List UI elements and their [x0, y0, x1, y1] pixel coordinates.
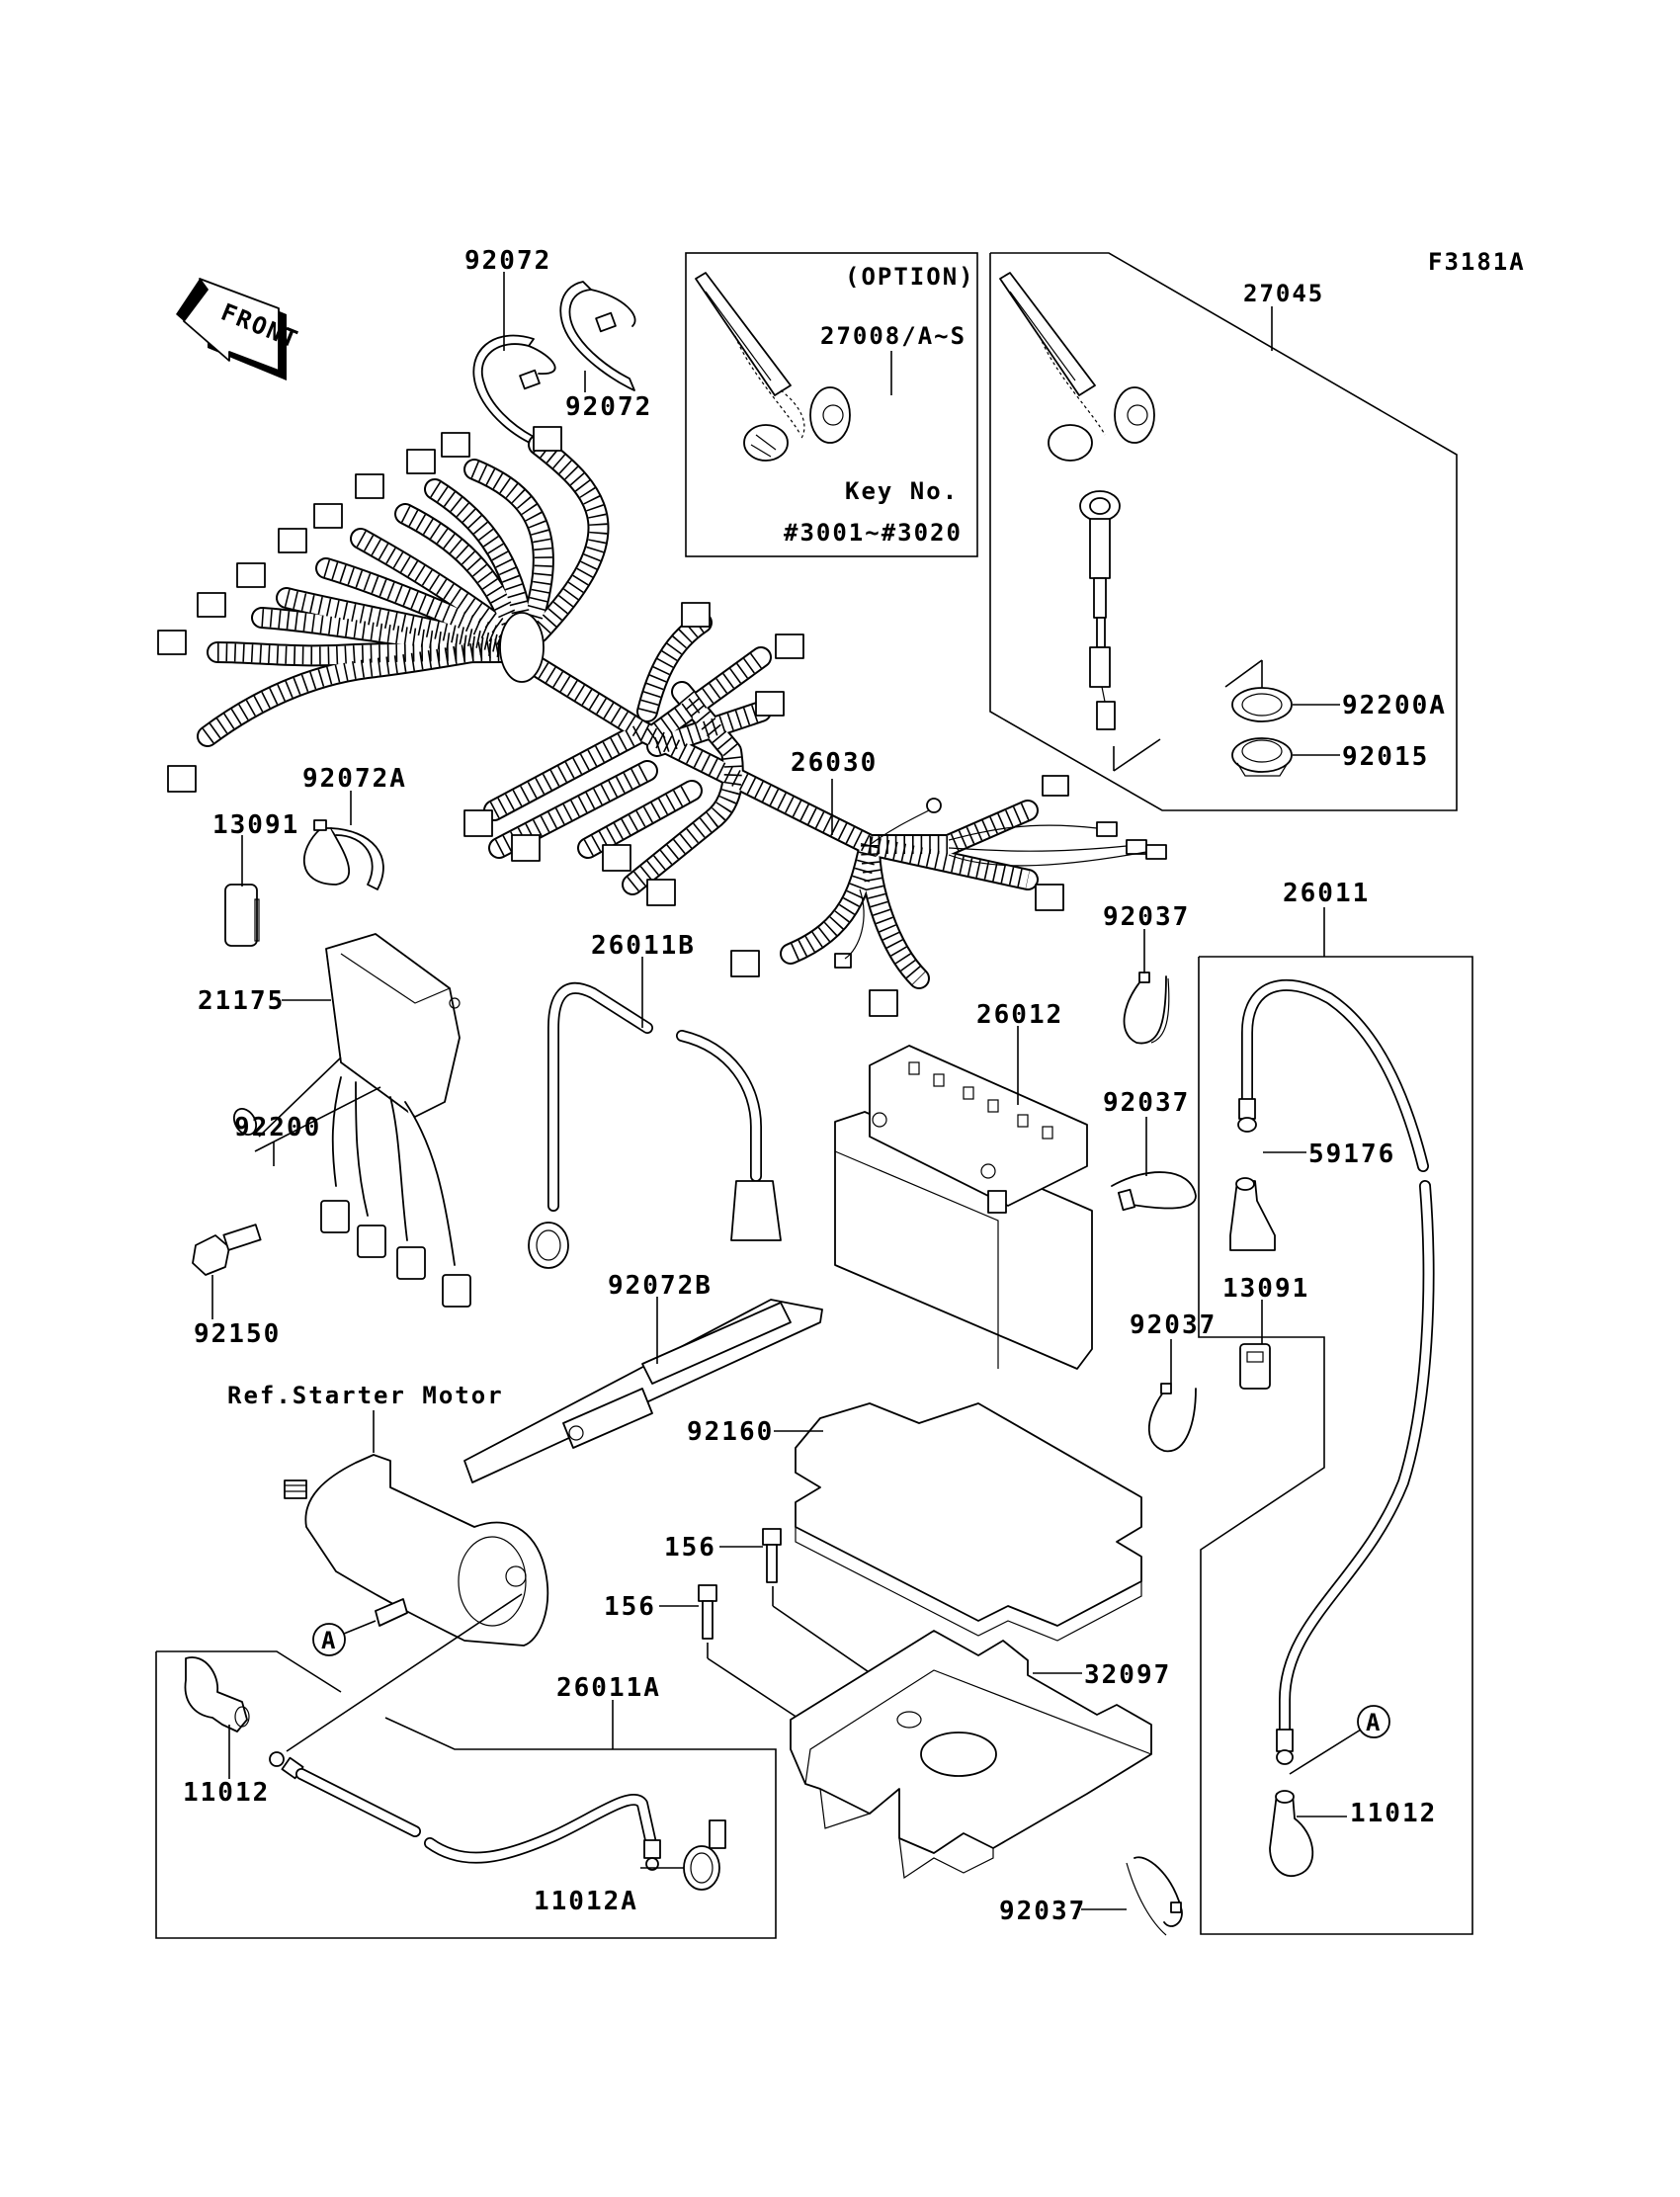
- part-number-92015: 92015: [1342, 742, 1429, 772]
- part-number-32097: 32097: [1084, 1660, 1171, 1690]
- part-number-11012-b: 11012: [1350, 1799, 1437, 1828]
- part-number-13091-b: 13091: [1222, 1274, 1309, 1304]
- cover-icon: [224, 884, 260, 947]
- part-number-92072-a: 92072: [464, 246, 551, 276]
- part-number-21175: 21175: [198, 986, 285, 1016]
- nut-icon: [1231, 737, 1293, 777]
- part-number-92072a: 92072A: [302, 764, 407, 794]
- bolt-icon: [698, 1584, 717, 1640]
- clamp-icon: [1147, 1383, 1197, 1453]
- washer-icon: [232, 1107, 258, 1137]
- option-title: (OPTION): [845, 263, 975, 291]
- reference-note: Ref.Starter Motor: [227, 1382, 504, 1409]
- starter-lead-icon: [269, 1751, 661, 1871]
- part-number-92037-b: 92037: [1103, 1088, 1190, 1118]
- figure-code: F3181A: [1428, 248, 1526, 276]
- part-number-13091-a: 13091: [212, 810, 299, 840]
- clamp-band-icon: [472, 334, 556, 448]
- bolt-icon: [762, 1528, 782, 1583]
- terminal-cap-icon: [683, 1819, 726, 1891]
- part-number-92072b: 92072B: [608, 1271, 713, 1301]
- clamp-icon: [1126, 1856, 1183, 1936]
- part-number-26011: 26011: [1283, 879, 1370, 908]
- part-number-26011b: 26011B: [591, 931, 696, 961]
- key-number-heading: Key No.: [845, 477, 959, 505]
- reference-marker-a-icon: A: [312, 1623, 346, 1656]
- part-number-59176: 59176: [1308, 1140, 1395, 1169]
- part-number-92200a: 92200A: [1342, 691, 1447, 720]
- ignition-switch-group-outline: [989, 252, 1458, 811]
- key-number-range: #3001~#3020: [784, 519, 963, 547]
- ignition-switch-icon: [1079, 490, 1121, 730]
- battery-strap-icon: [463, 1299, 823, 1483]
- part-number-26030: 26030: [791, 748, 878, 778]
- part-number-27045: 27045: [1243, 280, 1324, 307]
- starter-motor-icon: [284, 1454, 549, 1647]
- battery-case-icon: [790, 1630, 1152, 1880]
- part-number-156-b: 156: [604, 1592, 656, 1622]
- cdi-unit-icon: [320, 933, 471, 1308]
- part-number-92037-c: 92037: [1130, 1310, 1217, 1340]
- svg-text:A: A: [1366, 1709, 1382, 1736]
- part-number-92037-d: 92037: [999, 1897, 1086, 1926]
- battery-icon: [834, 1045, 1093, 1370]
- option-part-label: 27008/A~S: [820, 322, 966, 350]
- starter-lead-group-outline: [156, 1650, 342, 1693]
- terminal-cap-icon: [184, 1656, 250, 1732]
- clamp-band-icon: [559, 281, 636, 391]
- ignition-key-icon: [999, 272, 1155, 462]
- battery-lead-icon: [1229, 978, 1435, 1878]
- damper-pad-icon: [795, 1402, 1142, 1642]
- part-number-26012: 26012: [976, 1000, 1063, 1030]
- part-number-92072-b: 92072: [565, 392, 652, 422]
- part-number-11012-a: 11012: [183, 1778, 270, 1808]
- clamp-band-icon: [302, 819, 384, 890]
- wiring-harness-icon: [157, 426, 1167, 1017]
- washer-icon: [1231, 687, 1293, 722]
- key-fob-icon: [695, 272, 851, 462]
- battery-lead-icon: [528, 982, 782, 1269]
- option-box: [685, 252, 978, 557]
- part-number-92037-a: 92037: [1103, 902, 1190, 932]
- clamp-icon: [1111, 1171, 1197, 1212]
- part-number-92200: 92200: [234, 1113, 321, 1142]
- part-number-26011a: 26011A: [556, 1673, 661, 1703]
- svg-text:A: A: [321, 1627, 337, 1654]
- front-arrow-icon: FRONT: [176, 278, 303, 380]
- cover-icon: [1239, 1343, 1271, 1390]
- battery-lead-group-outline: [1198, 956, 1473, 1935]
- part-number-156-a: 156: [664, 1533, 716, 1563]
- clamp-icon: [1123, 972, 1170, 1045]
- part-number-92150: 92150: [194, 1319, 281, 1349]
- reference-marker-a-icon: A: [1357, 1705, 1390, 1738]
- part-number-92160: 92160: [687, 1417, 774, 1447]
- bolt-icon: [192, 1224, 262, 1276]
- part-number-11012a: 11012A: [534, 1887, 638, 1916]
